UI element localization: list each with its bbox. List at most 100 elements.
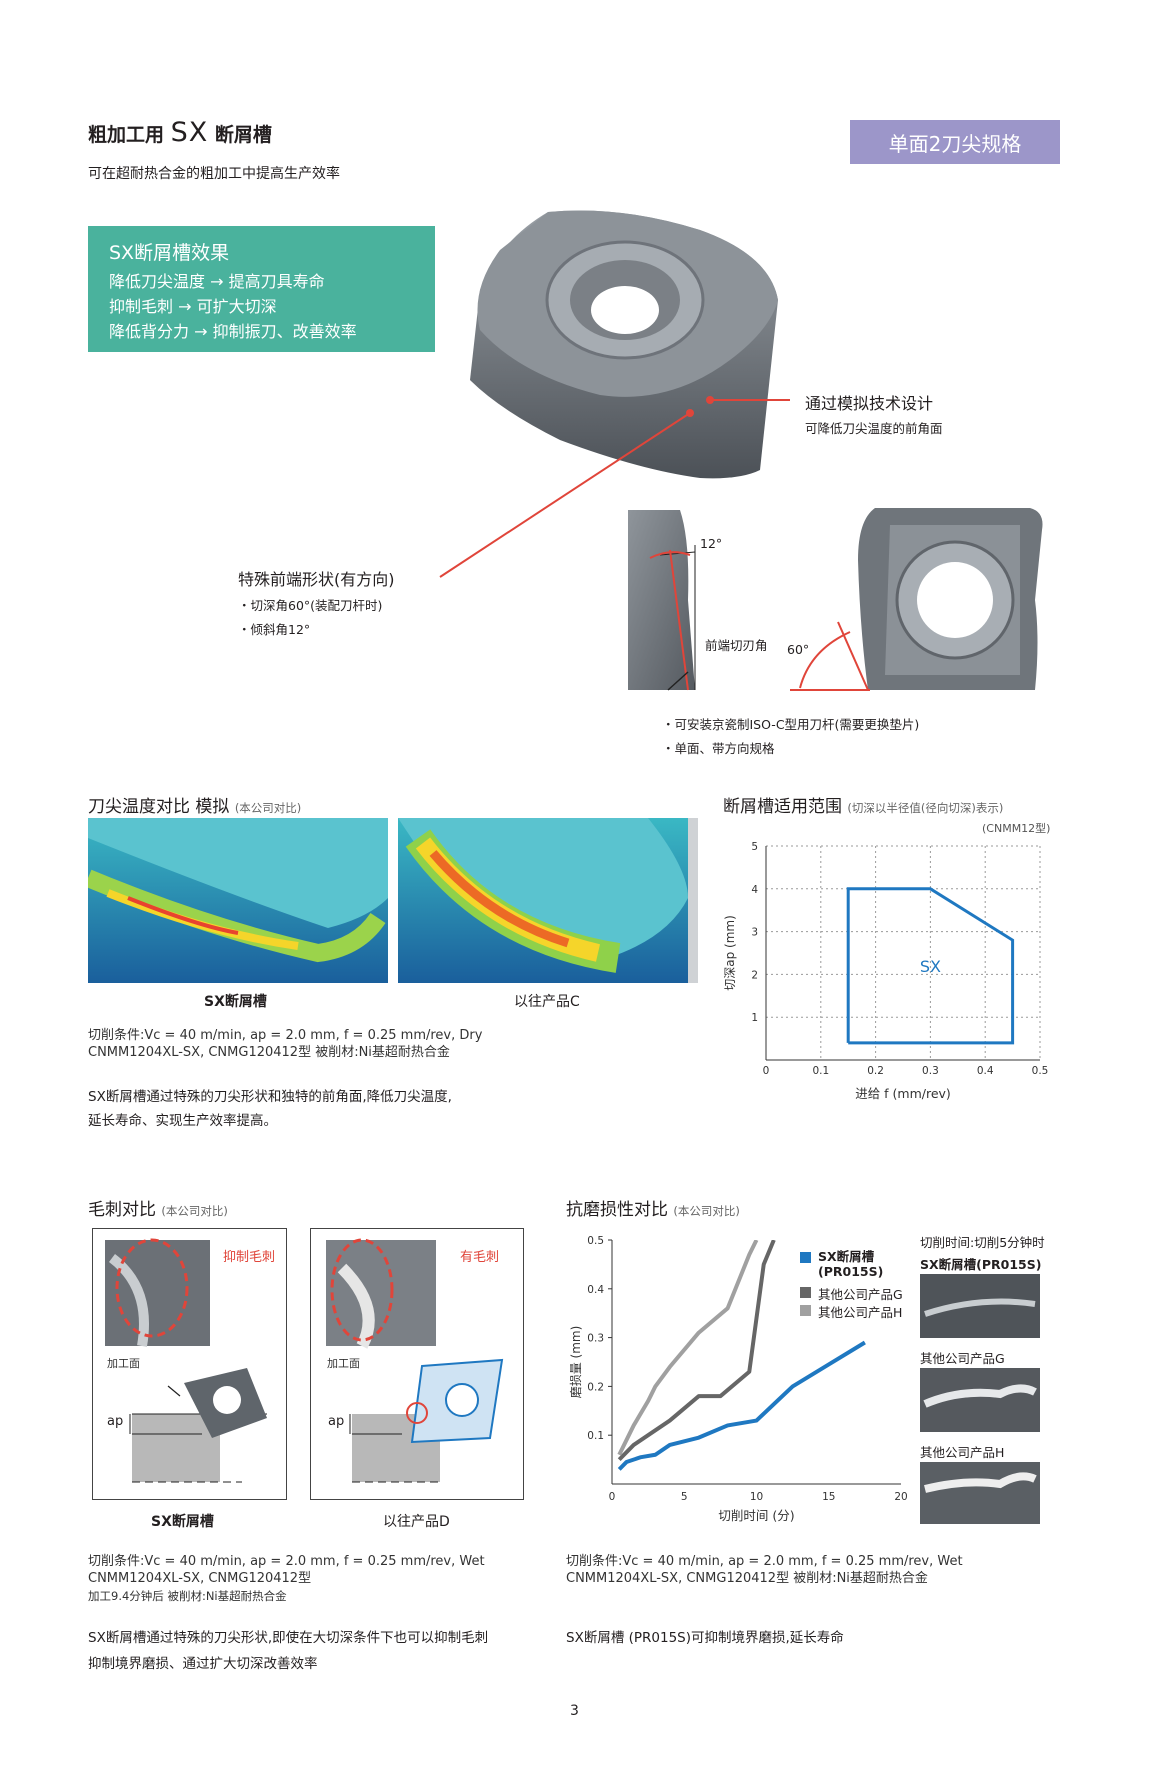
title-sx: SX [170, 117, 209, 148]
shape-item-1: ・切深角60°(装配刀杆时) [238, 598, 383, 613]
wear-note: (本公司对比) [673, 1204, 740, 1218]
wear-photo-label-h: 其他公司产品H [920, 1445, 1005, 1460]
burr-section-title: 毛刺对比 (本公司对比) [88, 1195, 228, 1220]
temp-title: 刀尖温度对比 模拟 [88, 797, 230, 817]
temp-note: (本公司对比) [234, 801, 302, 815]
wear-photo-g [920, 1368, 1040, 1432]
sim-callout-title: 通过模拟技术设计 [805, 394, 934, 413]
wear-photo-h [920, 1462, 1040, 1524]
wear-ytick-label: 0.5 [587, 1235, 604, 1247]
range-ylabel: 切深ap (mm) [723, 915, 737, 991]
wear-ytick-label: 0.4 [587, 1284, 604, 1296]
effects-title: SX断屑槽效果 [109, 242, 230, 264]
wear-xlabel: 切削时间 (分) [718, 1508, 794, 1522]
range-xtick-label: 0 [763, 1065, 770, 1077]
burr-label-d: 以往产品D [383, 1514, 450, 1530]
legend-label-sx: SX断屑槽 (PR015S) [818, 1249, 884, 1279]
wear-xtick-label: 5 [681, 1491, 688, 1503]
workpiece-label-sx: 加工面 [107, 1357, 140, 1370]
range-xtick-label: 0.4 [977, 1065, 994, 1077]
temp-cond-2: CNMM1204XL-SX, CNMG120412型 被削材:Ni基超耐热合金 [88, 1045, 450, 1060]
effects-line-3: 降低背分力 → 抑制振刀、改善效率 [109, 322, 357, 341]
temp-label-c: 以往产品C [514, 994, 580, 1010]
burr-cond-2: CNMM1204XL-SX, CNMG120412型 [88, 1571, 312, 1586]
burr-cond-1: 切削条件:Vc = 40 m/min, ap = 2.0 mm, f = 0.2… [88, 1554, 485, 1569]
side-profile-image [628, 510, 696, 691]
range-section-title: 断屑槽适用范围 (切深以半径值(径向切深)表示) [723, 792, 1003, 817]
wear-photos [920, 1274, 1040, 1524]
top-view-insert-image [858, 508, 1043, 690]
holder-note-1: ・可安装京瓷制ISO-C型用刀杆(需要更换垫片) [662, 717, 920, 732]
range-xtick-label: 0.3 [922, 1065, 939, 1077]
range-xlabel: 进给 f (mm/rev) [855, 1086, 951, 1100]
effects-box: SX断屑槽效果 降低刀尖温度 → 提高刀具寿命 抑制毛刺 → 可扩大切深 降低背… [88, 226, 435, 352]
range-xtick-label: 0.5 [1032, 1065, 1049, 1077]
spec-badge: 单面2刀尖规格 [850, 120, 1060, 164]
wear-series-line-2 [617, 1240, 759, 1456]
range-ytick-label: 2 [751, 969, 758, 981]
page-subtitle: 可在超耐热合金的粗加工中提高生产效率 [88, 166, 340, 182]
sim-callout-sub: 可降低刀尖温度的前角面 [805, 421, 943, 436]
holder-note-2: ・单面、带方向规格 [662, 741, 775, 756]
burr-illustrations [105, 1238, 504, 1483]
effects-line-1: 降低刀尖温度 → 提高刀具寿命 [109, 272, 325, 291]
ap-label-sx: ap [107, 1414, 124, 1429]
angle-60-label: 60° [787, 642, 810, 657]
temp-section-title: 刀尖温度对比 模拟 (本公司对比) [88, 792, 301, 817]
wear-ylabel: 磨损量 (mm) [569, 1326, 583, 1399]
range-model-note: (CNMM12型) [982, 822, 1051, 835]
legend-label-h: 其他公司产品H [818, 1305, 903, 1320]
temp-desc-2: 延长寿命、实现生产效率提高。 [88, 1113, 277, 1129]
burr-cond-3: 加工9.4分钟后 被削材:Ni基超耐热合金 [88, 1589, 287, 1603]
range-ytick-label: 5 [751, 841, 758, 853]
large-insert-image [470, 210, 778, 479]
page-title: 粗加工用 SX 断屑槽 [88, 117, 272, 148]
range-ytick-label: 4 [751, 884, 758, 896]
wear-ytick-label: 0.2 [587, 1381, 604, 1393]
shape-callout-title: 特殊前端形状(有方向) [238, 570, 395, 589]
range-area-sx [846, 887, 1015, 1045]
edge-angle-label: 前端切刃角 [705, 638, 768, 653]
burr-desc-1: SX断屑槽通过特殊的刀尖形状,即使在大切深条件下也可以抑制毛刺 [88, 1630, 489, 1646]
wear-title: 抗磨损性对比 [566, 1200, 668, 1220]
burr-tag-suppressed: 抑制毛刺 [223, 1250, 276, 1265]
wear-cond-1: 切削条件:Vc = 40 m/min, ap = 2.0 mm, f = 0.2… [566, 1554, 963, 1569]
title-prefix: 粗加工用 [88, 124, 165, 146]
burr-label-sx: SX断屑槽 [151, 1514, 214, 1530]
burr-tag-present: 有毛刺 [460, 1250, 500, 1265]
range-subtitle: (切深以半径值(径向切深)表示) [847, 801, 1004, 815]
legend-swatch-g [800, 1287, 811, 1298]
wear-series-line-0 [617, 1340, 866, 1471]
shape-callout-line [439, 412, 691, 578]
angle-12-label: 12° [700, 536, 723, 551]
wear-photo-label-sx: SX断屑槽(PR015S) [920, 1257, 1042, 1272]
wear-ytick-label: 0.1 [587, 1430, 604, 1442]
wear-xtick-label: 10 [750, 1491, 763, 1503]
range-series-label: SX [920, 957, 941, 976]
burr-desc-2: 抑制境界磨损、通过扩大切深改善效率 [88, 1656, 318, 1672]
wear-section-title: 抗磨损性对比 (本公司对比) [566, 1195, 740, 1220]
legend-label-g: 其他公司产品G [818, 1287, 903, 1302]
insert-illustration [439, 210, 1043, 691]
title-suffix: 断屑槽 [214, 124, 272, 146]
temp-desc-1: SX断屑槽通过特殊的刀尖形状和独特的前角面,降低刀尖温度, [88, 1089, 452, 1105]
wear-ytick-label: 0.3 [587, 1333, 604, 1345]
temp-label-sx: SX断屑槽 [204, 994, 267, 1010]
range-ytick-label: 3 [751, 927, 758, 939]
wear-xtick-label: 15 [822, 1491, 835, 1503]
shape-item-2: ・倾斜角12° [238, 622, 311, 637]
wear-desc: SX断屑槽 (PR015S)可抑制境界磨损,延长寿命 [566, 1630, 844, 1646]
burr-title: 毛刺对比 [88, 1200, 156, 1220]
wear-cond-2: CNMM1204XL-SX, CNMG120412型 被削材:Ni基超耐热合金 [566, 1571, 928, 1586]
wear-photo-sx [920, 1274, 1040, 1338]
temp-cond-1: 切削条件:Vc = 40 m/min, ap = 2.0 mm, f = 0.2… [88, 1028, 483, 1043]
burr-photo-sx [105, 1240, 210, 1346]
ap-label-d: ap [328, 1414, 345, 1429]
wear-xtick-label: 20 [894, 1491, 907, 1503]
burr-note: (本公司对比) [161, 1204, 228, 1218]
wear-series-line-1 [617, 1240, 776, 1462]
legend-swatch-h [800, 1305, 811, 1316]
workpiece-label-d: 加工面 [327, 1357, 360, 1370]
